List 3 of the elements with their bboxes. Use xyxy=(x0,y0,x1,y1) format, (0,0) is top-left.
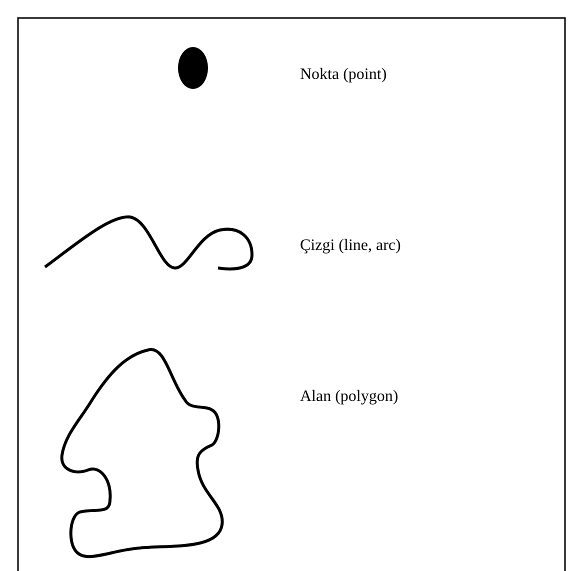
shape-label: Alan (polygon) xyxy=(300,388,398,406)
shape-label: Çizgi (line, arc) xyxy=(300,237,401,255)
shape-label: Nokta (point) xyxy=(300,66,387,84)
